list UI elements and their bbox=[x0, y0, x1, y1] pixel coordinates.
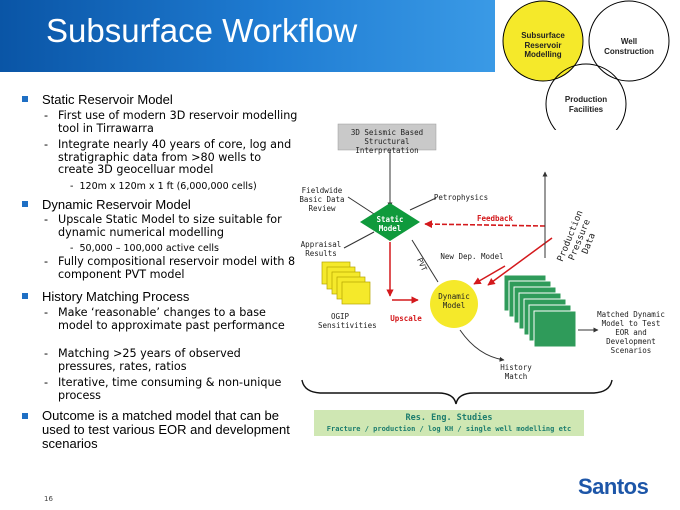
dash-marker: - bbox=[44, 213, 49, 226]
ogip-label: OGIP Sensitivities bbox=[318, 312, 377, 330]
static-item-1: - First use of modern 3D reservoir model… bbox=[44, 109, 298, 135]
venn-label-production: Production Facilities bbox=[564, 95, 608, 114]
appraisal-label: Appraisal Results bbox=[300, 240, 342, 258]
dynamic-item-2: - Fully compositional reservoir model wi… bbox=[44, 255, 298, 281]
static-sub-text: 120m x 120m x 1 ft (6,000,000 cells) bbox=[79, 181, 257, 192]
dash-marker: - bbox=[44, 376, 49, 389]
static-item-2: - Integrate nearly 40 years of core, log… bbox=[44, 138, 298, 177]
outcome-text: Outcome is a matched model that can be u… bbox=[42, 408, 290, 451]
dynamic-item-1-text: Upscale Static Model to size suitable fo… bbox=[58, 213, 282, 239]
ogip-sheet bbox=[341, 281, 371, 305]
dynamic-model-circle bbox=[430, 280, 478, 328]
santos-logo: Santos bbox=[578, 474, 649, 499]
connector-appraisal bbox=[343, 231, 375, 249]
matched-label: Matched Dynamic Model to Test EOR and De… bbox=[597, 310, 665, 355]
history-item-3-text: Iterative, time consuming & non-unique p… bbox=[58, 376, 282, 402]
studies-bracket bbox=[301, 379, 613, 405]
connector-pvt bbox=[411, 239, 439, 283]
static-item-1-text: First use of modern 3D reservoir modelli… bbox=[58, 109, 298, 135]
slide-title: Subsurface Workflow bbox=[46, 12, 358, 49]
dash-marker: - bbox=[44, 109, 49, 122]
upscale-label: Upscale bbox=[390, 314, 422, 323]
static-model-label: Static Model bbox=[376, 215, 404, 233]
fieldwide-label: Fieldwide Basic Data Review bbox=[299, 186, 345, 213]
dash-marker: - bbox=[70, 181, 74, 192]
history-match-label: History Match bbox=[500, 363, 532, 381]
venn-diagram bbox=[502, 0, 670, 130]
production-data-arrow bbox=[487, 237, 553, 286]
new-dep-arrow bbox=[473, 265, 506, 285]
dynamic-model-label: Dynamic Model bbox=[438, 292, 470, 310]
static-item-2-text: Integrate nearly 40 years of core, log a… bbox=[58, 138, 292, 176]
dash-marker: - bbox=[70, 243, 74, 254]
history-item-3: - Iterative, time consuming & non-unique… bbox=[44, 376, 298, 402]
feedback-label: Feedback bbox=[476, 214, 514, 223]
res-eng-sub: Fracture / production / log KH / single … bbox=[326, 425, 572, 433]
dash-marker: - bbox=[44, 138, 49, 151]
scenario-sheet bbox=[533, 310, 577, 348]
static-sub-item: - 120m x 120m x 1 ft (6,000,000 cells) bbox=[70, 181, 257, 192]
petrophysics-label: Petrophysics bbox=[433, 193, 489, 202]
seismic-box bbox=[337, 123, 437, 151]
venn-circle-well bbox=[588, 0, 670, 82]
connector-petro bbox=[409, 197, 437, 211]
history-item-2: - Matching >25 years of observed pressur… bbox=[44, 347, 298, 373]
dash-marker: - bbox=[44, 306, 49, 319]
history-item-1: - Make ‘reasonable’ changes to a base mo… bbox=[44, 306, 298, 332]
history-match-loop bbox=[459, 329, 505, 362]
dynamic-sub-item: - 50,000 – 100,000 active cells bbox=[70, 243, 219, 254]
page-number: 16 bbox=[44, 495, 53, 503]
dash-marker: - bbox=[44, 255, 49, 268]
bullet-marker bbox=[22, 413, 28, 419]
header-banner: Subsurface Workflow bbox=[0, 0, 495, 72]
history-heading: History Matching Process bbox=[42, 289, 190, 304]
venn-label-well: Well Construction bbox=[604, 37, 654, 56]
dynamic-item-2-text: Fully compositional reservoir model with… bbox=[58, 255, 296, 281]
history-item-2-text: Matching >25 years of observed pressures… bbox=[58, 347, 241, 373]
dynamic-model-heading: Dynamic Reservoir Model bbox=[42, 197, 191, 212]
feedback-arrow bbox=[424, 220, 546, 229]
connector-fieldwide bbox=[347, 196, 375, 215]
bullet-marker bbox=[22, 293, 28, 299]
venn-circle-subsurface bbox=[502, 0, 584, 82]
res-eng-box bbox=[314, 410, 584, 436]
dash-marker: - bbox=[44, 347, 49, 360]
static-model-heading: Static Reservoir Model bbox=[42, 92, 173, 107]
venn-label-subsurface: Subsurface Reservoir Modelling bbox=[521, 31, 565, 59]
new-dep-label: New Dep. Model bbox=[440, 252, 504, 261]
seismic-label: 3D Seismic Based Structural Interpretati… bbox=[350, 128, 424, 155]
bullet-marker bbox=[22, 96, 28, 102]
dynamic-item-1: - Upscale Static Model to size suitable … bbox=[44, 213, 298, 239]
history-item-1-text: Make ‘reasonable’ changes to a base mode… bbox=[58, 306, 285, 332]
static-model-diamond bbox=[360, 203, 420, 241]
res-eng-title: Res. Eng. Studies bbox=[405, 413, 493, 423]
bullet-marker bbox=[22, 201, 28, 207]
dynamic-sub-text: 50,000 – 100,000 active cells bbox=[79, 243, 220, 254]
venn-circle-production bbox=[545, 63, 627, 130]
